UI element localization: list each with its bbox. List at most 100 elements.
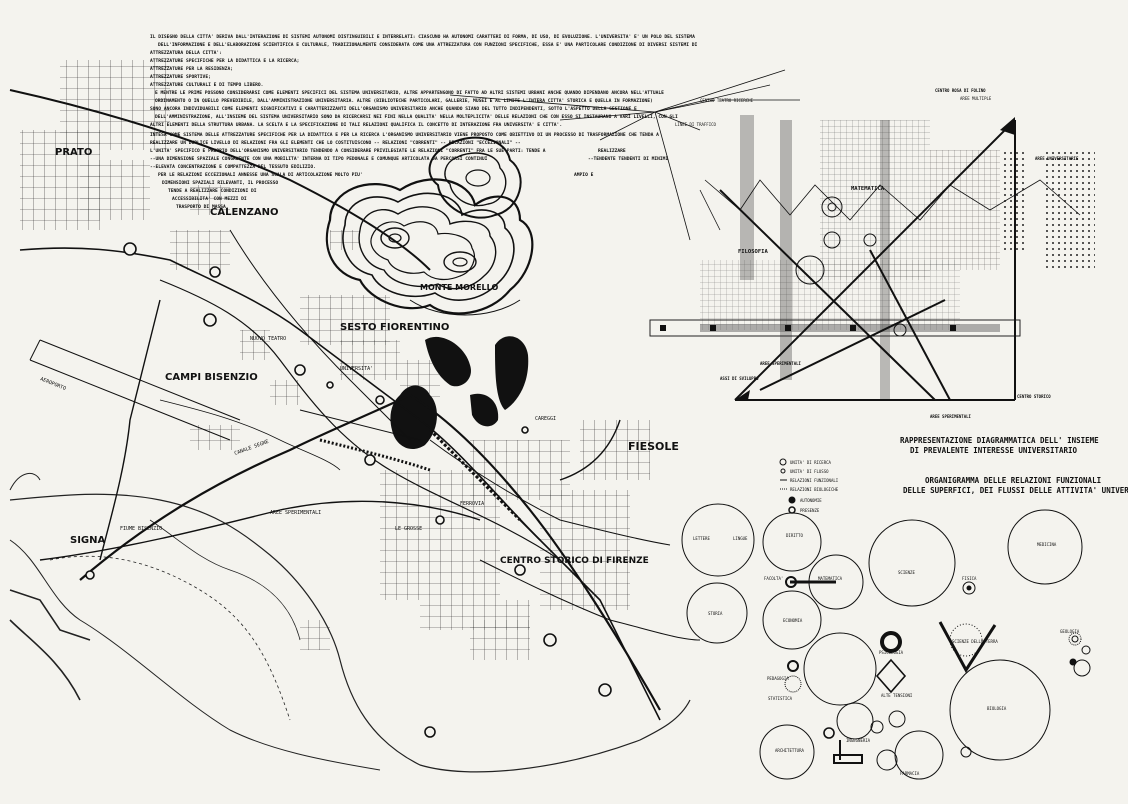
diagram-label: AREE SPERIMENTALI [760,361,802,366]
diagram-label: AREE SPERIMENTALI [930,414,972,419]
report-line: SONO ANCORA INDIVIDUABILI COME ELEMENTI … [150,106,637,112]
organigram-label: LINGUE [733,536,748,541]
organigram-label: FISICA [962,576,977,581]
organigram-label: BIOLOGIA [987,706,1007,711]
diagram-label: FILOSOFIA [738,249,768,255]
diagram-title-line: DI PREVALENTE INTERESSE UNIVERSITARIO [910,446,1078,455]
place-label: SESTO FIORENTINO [340,322,449,333]
report-note: REALIZZARE [598,148,626,154]
organigram-label: FARMACIA [900,771,920,776]
organigram-label: ECONOMIA [783,618,803,623]
vector-rays [449,69,800,241]
place-label: FIESOLE [628,440,679,453]
place-label: CAMPI BISENZIO [165,372,258,383]
report-line: TENDE A REALIZZARE CONDIZIONI DI [168,188,257,194]
road-network [9,89,701,721]
organigram-title-line: DELLE SUPERFICI, DEI FLUSSI DELLE ATTIVI… [903,486,1128,495]
diagram-label: MATEMATICA [851,186,885,192]
report-line: L'UNITA' SPECIFICO E PROPRIO DELL'ORGANI… [150,148,546,154]
organigram-legend: UNITA' DI RICERCA UNITA' DI FLUSSO RELAZ… [779,458,839,514]
organigram-label: STATISTICA [768,696,793,701]
diagram-label: CENTRO ROSA DI FOLINO [935,88,986,93]
report-line: E MENTRE LE PRIME POSSONO CONSIDERARSI C… [155,90,664,96]
report-line: --UNA DIMENSIONE SPAZIALE CONGRUENTE CON… [150,156,488,162]
territory-map: PRATO CALENZANO SESTO FIORENTINO CAMPI B… [9,60,701,773]
diagram-label: CENTRO STORICO [1017,394,1051,399]
legend-item: UNITA' DI FLUSSO [790,469,829,474]
university-diagram: MATEMATICA FILOSOFIA CENTRO STORICO AREE… [649,88,1095,419]
organigram-label: PSICOLOGIA [879,650,904,655]
ray-note: LINEE DI TRAFFICO [675,122,717,127]
diagram-labels: MATEMATICA FILOSOFIA CENTRO STORICO AREE… [720,88,1079,419]
place-label: CALENZANO [210,207,279,218]
organigram-label: DIRITTO [786,533,803,538]
organigram-label: ALTE TENSIONI [881,693,913,698]
report-line: ALTRI ELEMENTI DELLA STRUTTURA URBANA. L… [150,122,562,128]
report-line: ATTREZZATURE SPECIFICHE PER LA DIDATTICA… [150,58,299,64]
organigram-label: LETTERE [693,536,710,541]
minor-label: LE GROSSE [395,526,422,532]
report-line: DELL'INFORMAZIONE E DELL'ELABORAZIONE SC… [158,42,698,48]
organigram-label: MEDICINA [1037,542,1057,547]
organigram-label: GEOLOGIA [1060,629,1080,634]
minor-label: CAREGGI [535,416,556,422]
ray-note: AREE MULTIPLE [960,96,992,101]
report-note: --TENDENTE TENDENTI DI MINIMI [588,156,668,162]
report-note: AMPIO E [574,172,594,178]
organigram-circles [681,503,1091,780]
organigram-label: STORIA [708,611,723,616]
monte-morello-contours [325,136,534,316]
legend-item: UNITA' DI RICERCA [790,460,832,465]
dark-masses [390,336,529,450]
ray-notes: LINEE DI TRAFFICO CENTRO TEATRO RICERCHE… [675,96,992,127]
report-text: IL DISEGNO DELLA CITTA' DERIVA DALL'INTE… [150,34,698,210]
organigram-labels: LETTERE LINGUE DIRITTO FACOLTA' SCIENZE … [693,533,1080,776]
diagram-title-line: RAPPRESENTAZIONE DIAGRAMMATICA DELL' INS… [900,436,1099,445]
minor-label: FIUME BISENZIO [120,526,162,532]
minor-label: FERROVIA [460,501,484,507]
place-label: MONTE MORELLO [420,283,498,292]
report-line: ATTREZZATURE CULTURALI E DI TEMPO LIBERO… [150,82,263,88]
organigram-title: ORGANIGRAMMA DELLE RELAZIONI FUNZIONALI … [903,476,1128,495]
report-line: ATTREZZATURE SPORTIVE; [150,74,211,80]
organigram-links [785,576,997,764]
minor-label: NUOVO TEATRO [250,336,286,342]
organigram-title-line: ORGANIGRAMMA DELLE RELAZIONI FUNZIONALI [925,476,1101,485]
report-line: ATTREZZATURA DELLA CITTA': [150,50,222,56]
report-line: ACCESSIBILITA' CON MEZZI DI [172,196,247,202]
place-label: CENTRO STORICO DI FIRENZE [500,556,649,566]
ray-note: CENTRO TEATRO RICERCHE [700,98,754,103]
minor-label: UNIVERSITA' [340,366,373,372]
minor-label: AEROPORTO [39,376,66,392]
minor-label: AREE SPERIMENTALI [270,510,321,516]
report-line: DIMENSIONI SPAZIALI RILEVANTI, IL PROCES… [162,180,278,186]
report-line: ORDINAMENTO O IN QUELLO PREVEDIBILE, DAL… [155,98,653,104]
organigram-label: PEDAGOGIA [767,676,789,681]
legend-item: AUTONOMIE [800,498,822,503]
report-line: INTESA COME SISTEMA DELLE ATTREZZATURE S… [150,132,659,138]
organigram-label: ARCHITETTURA [775,748,804,753]
place-label: PRATO [55,147,92,158]
legend-item: PRESENZE [800,508,820,513]
legend-item: RELAZIONI FUNZIONALI [790,478,839,483]
organigram-label: FACOLTA' [764,576,783,581]
map-place-labels: PRATO CALENZANO SESTO FIORENTINO CAMPI B… [55,147,679,566]
report-line: DELL'AMMINISTRAZIONE, ALL'INSIEME DEL SI… [155,114,678,120]
organigram-label: SCIENZE DELLA TERRA [952,639,998,644]
report-side-notes: REALIZZARE --TENDENTE TENDENTI DI MINIMI… [574,148,668,178]
report-line: PER LE RELAZIONI ECCEZIONALI ANNESSE UNA… [158,172,363,178]
diagram-label: ASSI DI SVILUPPO [720,376,759,381]
report-line: IL DISEGNO DELLA CITTA' DERIVA DALL'INTE… [150,34,695,40]
transport-nodes [85,242,612,738]
place-label: SIGNA [70,535,106,546]
organigram-label: INGEGNERIA [846,738,871,743]
diagram-title: RAPPRESENTAZIONE DIAGRAMMATICA DELL' INS… [900,436,1099,455]
report-line: REALIZZARE UN DUPLICE LIVELLO DI RELAZIO… [150,140,521,146]
landscape-lines [9,472,691,773]
diagram-label: AREE UNIVERSITARIE [1035,156,1079,161]
organigram-label: SCIENZE [898,570,915,575]
organigram-label: MATEMATICA [818,576,843,581]
report-line: ATTREZZATURE PER LA RESIDENZA; [150,66,233,72]
report-line: --ELEVATA CONCENTRAZIONE E COMPATTEZZA D… [150,164,316,170]
